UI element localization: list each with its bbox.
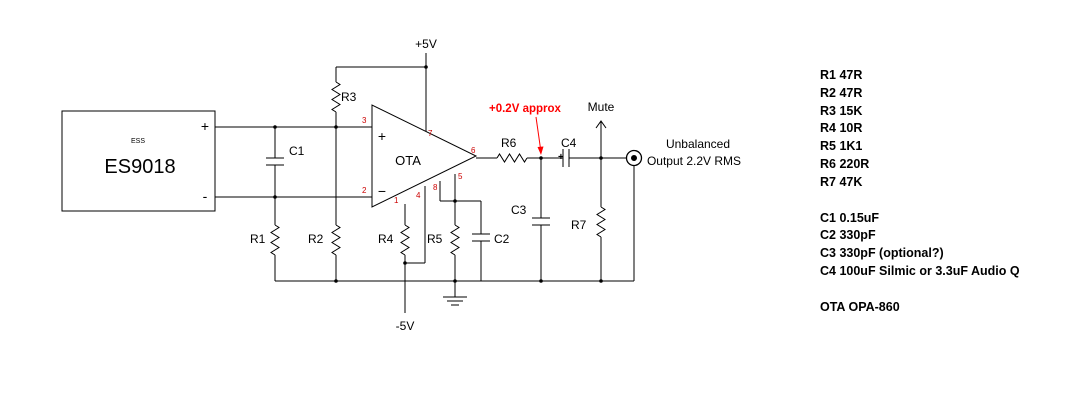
parts-row-c4: C4 100uF Silmic or 3.3uF Audio Q — [820, 263, 1020, 278]
c4-label: C4 — [561, 136, 577, 150]
dac-minus-label: - — [203, 188, 208, 204]
parts-row-r7: R7 47K — [820, 174, 863, 189]
mute-arrow-icon — [595, 120, 607, 129]
r3-label: R3 — [341, 90, 357, 104]
c3-label: C3 — [511, 203, 527, 217]
pin-8: 8 — [433, 183, 438, 192]
supply-pos-label: +5V — [415, 37, 437, 51]
node-dot — [334, 279, 338, 283]
r3-resistor — [331, 81, 341, 113]
voltage-annotation: +0.2V approx — [489, 103, 562, 115]
parts-row-r1: R1 47R — [820, 68, 863, 82]
r2-resistor — [331, 224, 341, 256]
r5-label: R5 — [427, 232, 443, 246]
parts-row-r5: R5 1K1 — [820, 139, 863, 154]
pin-1: 1 — [394, 196, 399, 205]
c2-capacitor — [472, 201, 490, 281]
parts-row-c2: C2 330pF — [820, 228, 876, 243]
parts-list: R1 47R R2 47R R3 15K R4 10R R5 1K1 R6 22… — [820, 67, 1020, 317]
parts-row-c3: C3 330pF (optional?) — [820, 246, 944, 261]
pin-5: 5 — [458, 172, 463, 181]
r1-resistor — [270, 224, 280, 256]
annotation-arrow — [535, 116, 542, 153]
dac-block — [61, 110, 216, 212]
ota-label: OTA — [395, 153, 421, 168]
r2-label: R2 — [308, 232, 324, 246]
c3-capacitor — [532, 158, 550, 281]
r6-label: R6 — [501, 136, 517, 150]
c4-capacitor — [562, 149, 631, 167]
r5-resistor — [450, 224, 460, 256]
r4-label: R4 — [378, 232, 394, 246]
dac-brand: ESS — [131, 138, 145, 145]
parts-row-r3: R3 15K — [820, 103, 863, 118]
c4-polarity: + — [558, 152, 564, 163]
c1-label: C1 — [289, 144, 305, 158]
c2-label: C2 — [494, 232, 510, 246]
parts-spacer — [820, 192, 1020, 210]
dac-plus-label: + — [201, 118, 209, 134]
r1-label: R1 — [250, 232, 266, 246]
r6-resistor — [496, 153, 528, 163]
circuit-schematic: ESS ES9018 + - C1 R1 R3 R2 +5V OTA + − 3… — [61, 37, 741, 333]
output-label-line2: Output 2.2V RMS — [647, 154, 741, 168]
parts-row-r2: R2 47R — [820, 85, 863, 100]
r7-label: R7 — [571, 218, 587, 232]
parts-spacer — [820, 281, 1020, 299]
arrow-head — [537, 146, 544, 155]
pin-3: 3 — [362, 116, 367, 125]
parts-row-ota: OTA OPA-860 — [820, 299, 900, 314]
pin-7: 7 — [428, 129, 433, 138]
pin-4: 4 — [416, 191, 421, 200]
dac-model: ES9018 — [104, 156, 175, 178]
ota-plus-symbol: + — [378, 128, 386, 144]
ota-amplifier — [371, 104, 478, 208]
supply-neg-label: -5V — [396, 319, 415, 333]
ota-minus-symbol: − — [378, 183, 386, 199]
c1-capacitor — [266, 127, 284, 197]
pin-6: 6 — [471, 146, 476, 155]
ground-icon — [443, 281, 467, 306]
parts-row-r6: R6 220R — [820, 156, 870, 171]
output-label-line1: Unbalanced — [666, 137, 730, 151]
r7-resistor — [596, 206, 606, 238]
r4-resistor — [400, 224, 410, 256]
parts-row-c1: C1 0.15uF — [820, 210, 880, 225]
node-dot — [273, 125, 277, 129]
mute-label: Mute — [588, 100, 615, 114]
parts-row-r4: R4 10R — [820, 121, 863, 136]
pin-2: 2 — [362, 186, 367, 195]
